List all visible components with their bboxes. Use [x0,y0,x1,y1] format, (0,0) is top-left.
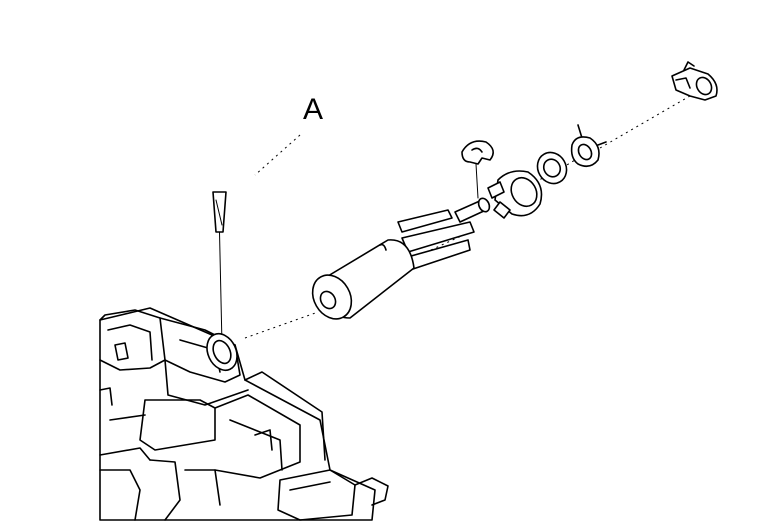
spring-clip [570,124,607,168]
end-bracket [671,61,718,101]
collar-bushing [487,170,543,219]
solenoid-cylinder [311,197,491,320]
callout-label-a: A [303,93,324,126]
valve-body-housing [99,307,389,521]
callout-leader-a [254,134,301,176]
washer [536,151,568,185]
e-clip-retainer [461,140,494,199]
solenoid-seat [206,332,238,372]
tool-probe [212,191,227,346]
